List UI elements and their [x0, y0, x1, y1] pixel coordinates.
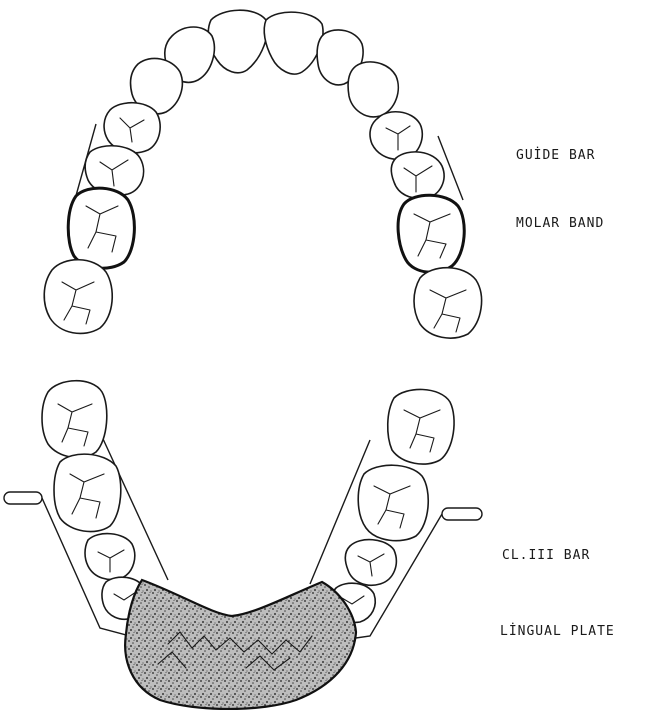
lingual-plate	[125, 580, 356, 709]
upper-central-incisor-left	[208, 10, 267, 73]
upper-arch	[44, 10, 481, 338]
lower-second-premolar-left	[85, 534, 135, 580]
cl-iii-bar-label: CL.III BAR	[502, 548, 590, 563]
lower-first-molar-right	[358, 465, 428, 540]
molar-band-right	[398, 195, 464, 272]
lower-arch	[4, 381, 482, 709]
upper-canine-right	[348, 62, 398, 117]
lower-second-molar-left	[42, 381, 107, 458]
upper-second-molar-right	[414, 268, 482, 338]
lower-first-molar-left	[54, 454, 121, 531]
upper-second-molar-left	[44, 260, 112, 334]
molar-band-left	[68, 188, 134, 268]
upper-central-incisor-right	[264, 12, 323, 74]
lower-second-premolar-right	[345, 540, 396, 586]
lingual-plate-label: LİNGUAL PLATE	[500, 624, 615, 639]
guide-bar-label: GUİDE BAR	[516, 148, 595, 163]
lower-second-molar-right	[388, 389, 454, 464]
molar-band-label: MOLAR BAND	[516, 216, 604, 231]
